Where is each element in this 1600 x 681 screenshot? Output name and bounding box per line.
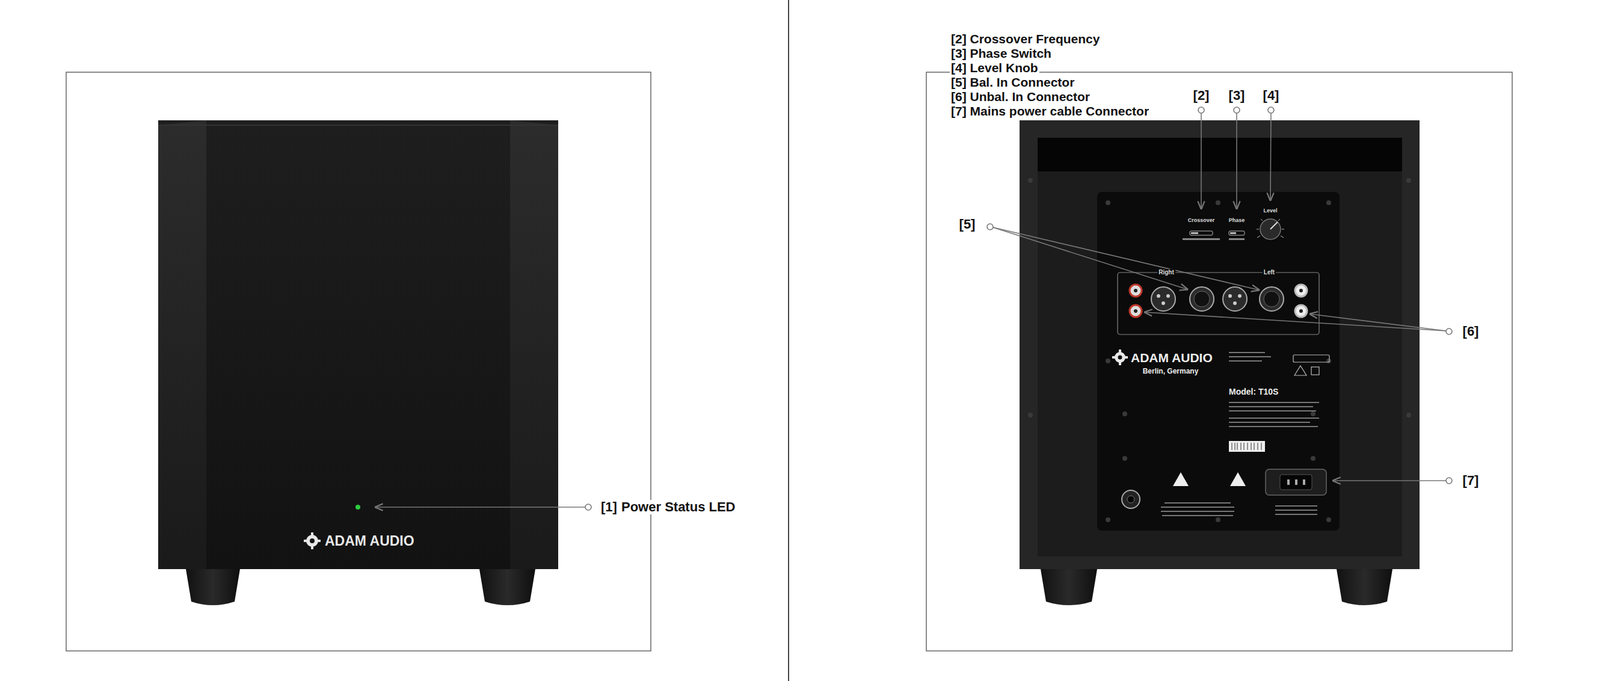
legend-entry: [2] Crossover Frequency xyxy=(949,31,1101,46)
warning-signs xyxy=(1172,472,1246,487)
screws xyxy=(1027,178,1412,523)
logo-icon xyxy=(1112,349,1128,366)
rca-connectors xyxy=(1129,284,1308,317)
foot xyxy=(1040,569,1098,606)
foot xyxy=(185,569,240,606)
part-label: Power Status LED xyxy=(620,499,737,515)
legend-entry: [4] Level Knob xyxy=(949,60,1040,75)
legend-entry: [7] Mains power cable Connector xyxy=(949,104,1151,118)
leader-lines xyxy=(987,107,1453,484)
cert-marks xyxy=(1293,354,1330,376)
panel-text: Right xyxy=(1157,268,1176,277)
callout-number: [4] xyxy=(1261,88,1281,103)
panel-text: Level xyxy=(1261,207,1279,215)
barcode-bars xyxy=(1231,442,1262,450)
bass-port xyxy=(1037,137,1403,172)
legend-entry: [6] Unbal. In Connector xyxy=(949,89,1092,104)
switches xyxy=(1182,230,1245,240)
figure-frame xyxy=(926,72,1513,651)
remote-jack xyxy=(1121,490,1140,509)
brand-logo: ADAM AUDIO xyxy=(1130,351,1213,364)
callout-number: [7] xyxy=(1461,473,1481,488)
xlr-connectors xyxy=(1151,286,1284,311)
power-inlet xyxy=(1265,469,1327,496)
callout-number: [3] xyxy=(1227,88,1247,103)
panel-text: Phase xyxy=(1227,217,1247,224)
subwoofer-front xyxy=(158,120,559,606)
figure-frame xyxy=(66,72,651,651)
power-led xyxy=(355,504,361,510)
logo-icon xyxy=(303,532,321,550)
level-knob xyxy=(1256,218,1285,240)
brand-logo: ADAM AUDIO xyxy=(324,534,415,548)
chamfer xyxy=(510,120,559,570)
cabinet xyxy=(1019,120,1420,570)
rear-face xyxy=(1037,171,1403,557)
legend-entry: [5] Bal. In Connector xyxy=(949,75,1076,90)
legend-entry: [3] Phase Switch xyxy=(949,46,1053,61)
callout-number: [5] xyxy=(958,217,977,232)
barcode xyxy=(1228,440,1265,452)
foot xyxy=(479,569,536,606)
leader-line xyxy=(375,504,592,511)
foot xyxy=(1336,569,1393,606)
edge xyxy=(158,124,559,126)
input-panel xyxy=(1117,272,1320,335)
model-name: Model: T10S xyxy=(1228,387,1279,396)
cabinet xyxy=(158,120,559,570)
page-divider xyxy=(787,0,790,681)
callout-number: [2] xyxy=(1192,88,1211,103)
chamfer xyxy=(158,120,207,570)
subwoofer-rear xyxy=(1019,120,1420,606)
callout-number: [1] xyxy=(599,499,619,515)
callout-number: [6] xyxy=(1461,324,1481,339)
panel-text: Crossover xyxy=(1186,217,1217,224)
amp-plate xyxy=(1097,191,1340,531)
panel-text: Left xyxy=(1262,268,1276,277)
panel-text: Berlin, Germany xyxy=(1142,367,1199,375)
